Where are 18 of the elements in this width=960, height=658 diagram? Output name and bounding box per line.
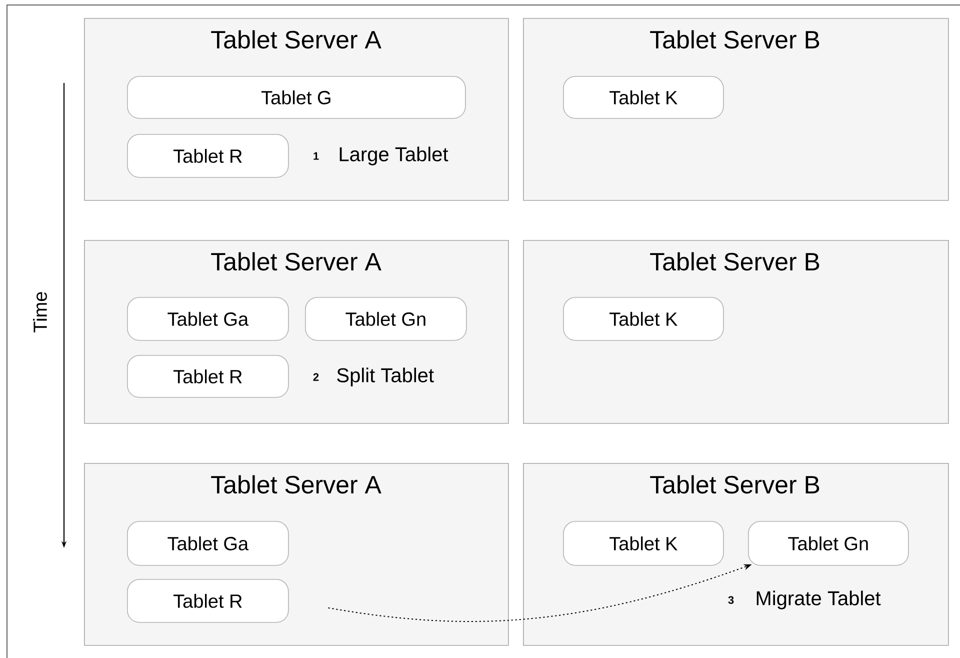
tablet-box: Tablet G: [127, 76, 466, 119]
tablet-box: Tablet K: [563, 76, 724, 119]
step-number: 2: [313, 373, 319, 381]
tablet-box: Tablet R: [127, 579, 289, 623]
step-label: Split Tablet: [337, 368, 434, 386]
step-number: 1: [314, 152, 319, 160]
step-number: 3: [728, 596, 734, 604]
tablet-box: Tablet Gn: [748, 521, 909, 566]
tablet-box: Tablet Ga: [127, 521, 289, 566]
tablet-box: Tablet Ga: [127, 297, 289, 341]
tablet-box: Tablet K: [563, 297, 724, 341]
step-label: Migrate Tablet: [756, 590, 881, 610]
tablet-box: Tablet Gn: [305, 297, 467, 341]
tablet-box: Tablet R: [127, 355, 289, 398]
tablet-box: Tablet R: [127, 134, 289, 178]
tablet-box: Tablet K: [563, 521, 724, 566]
axis-label: Time: [33, 292, 47, 332]
step-label: Large Tablet: [340, 146, 448, 166]
